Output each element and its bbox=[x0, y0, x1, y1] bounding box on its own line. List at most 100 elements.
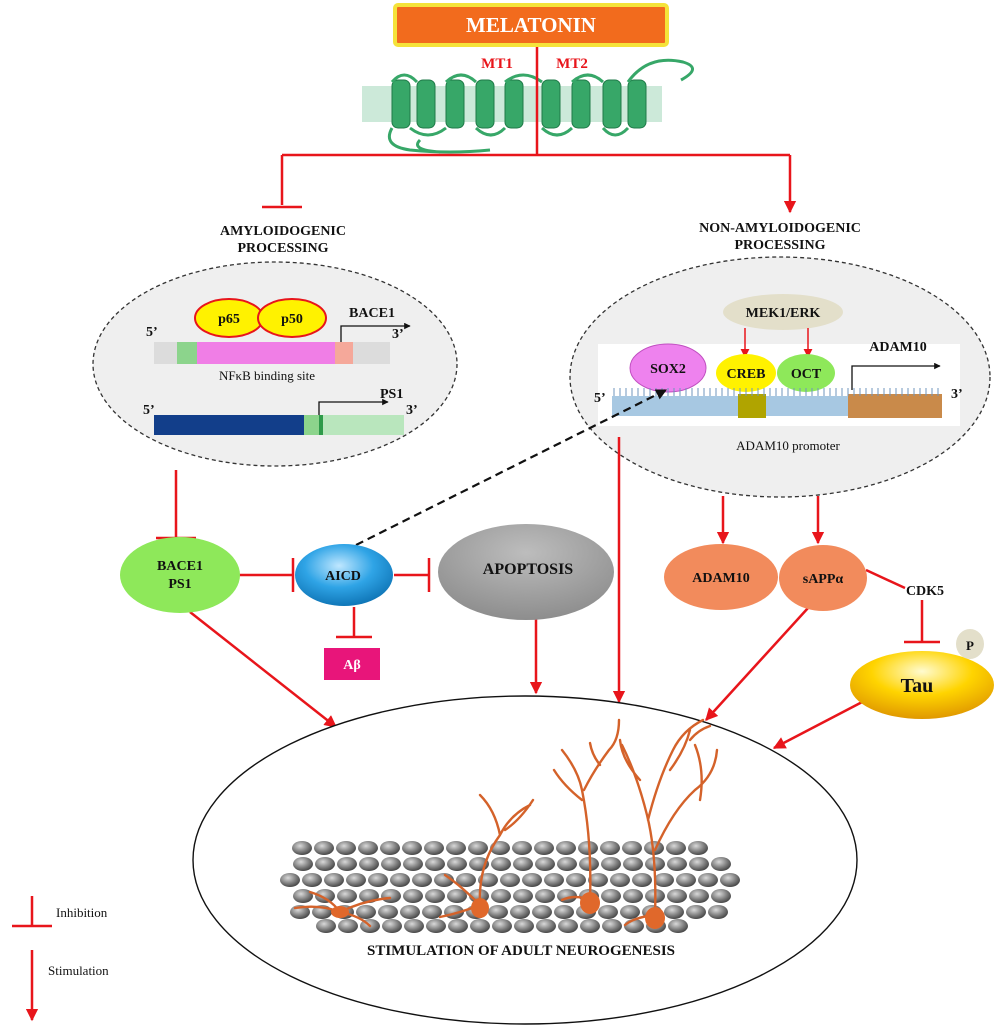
granule-cell bbox=[422, 905, 442, 919]
mt1-label: MT1 bbox=[481, 56, 513, 72]
granule-cell bbox=[558, 919, 578, 933]
granule-cell bbox=[448, 919, 468, 933]
bace1-ps1-node bbox=[120, 537, 240, 613]
granule-cell bbox=[446, 841, 466, 855]
neurogenesis-label: STIMULATION OF ADULT NEUROGENESIS bbox=[367, 943, 675, 959]
granule-cell bbox=[359, 857, 379, 871]
granule-cell bbox=[534, 841, 554, 855]
sappa-label: sAPPα bbox=[803, 572, 844, 587]
mek1-erk-node bbox=[723, 294, 843, 330]
abeta-box bbox=[324, 648, 380, 680]
granule-cell bbox=[535, 857, 555, 871]
granule-cell bbox=[632, 873, 652, 887]
legend: Inhibition Stimulation bbox=[12, 896, 109, 1022]
granule-cell bbox=[412, 873, 432, 887]
bace1-three-prime: 3’ bbox=[392, 327, 404, 342]
aicd-node bbox=[295, 544, 393, 606]
granule-cell bbox=[293, 857, 313, 871]
granule-cell bbox=[293, 889, 313, 903]
granule-cell bbox=[488, 905, 508, 919]
granule-cell bbox=[491, 889, 511, 903]
granule-cell bbox=[600, 841, 620, 855]
tau-node bbox=[850, 651, 994, 719]
bace1-gene-label: BACE1 bbox=[349, 306, 395, 321]
granule-cell bbox=[654, 873, 674, 887]
sappa-node bbox=[779, 545, 867, 611]
membrane-receptor-graphic bbox=[362, 58, 694, 154]
granule-cell bbox=[338, 919, 358, 933]
granule-cell bbox=[402, 841, 422, 855]
granule-cell bbox=[708, 905, 728, 919]
p65-label: p65 bbox=[218, 312, 240, 327]
granule-cell bbox=[711, 857, 731, 871]
nfkb-binding-site-label: NFκB binding site bbox=[219, 368, 315, 383]
granule-cell bbox=[622, 841, 642, 855]
ps1-three-prime: 3’ bbox=[406, 403, 418, 418]
granule-cell bbox=[689, 857, 709, 871]
granule-cell bbox=[676, 873, 696, 887]
granule-cell bbox=[336, 841, 356, 855]
adam10-gene-label: ADAM10 bbox=[869, 340, 927, 355]
granule-cell bbox=[522, 873, 542, 887]
granule-cell bbox=[556, 841, 576, 855]
neuron-illustration bbox=[293, 718, 719, 928]
granule-cell bbox=[667, 857, 687, 871]
bace1-five-prime: 5’ bbox=[146, 325, 158, 340]
adam10-node-label: ADAM10 bbox=[692, 571, 750, 586]
granule-cell bbox=[324, 873, 344, 887]
ps1-five-prime: 5’ bbox=[143, 403, 155, 418]
granule-cell bbox=[315, 889, 335, 903]
granule-cell bbox=[536, 919, 556, 933]
melatonin-label: MELATONIN bbox=[466, 13, 596, 37]
granule-cell bbox=[512, 841, 532, 855]
granule-cell bbox=[554, 905, 574, 919]
non-amyloidogenic-title-line2: PROCESSING bbox=[734, 238, 825, 253]
granule-cell bbox=[557, 857, 577, 871]
oct-node bbox=[777, 354, 835, 392]
granule-cell bbox=[620, 905, 640, 919]
granule-cell bbox=[711, 889, 731, 903]
granule-cell bbox=[688, 841, 708, 855]
granule-cell bbox=[425, 857, 445, 871]
tau-label: Tau bbox=[901, 675, 934, 697]
granule-cell bbox=[381, 889, 401, 903]
mek1-erk-label: MEK1/ERK bbox=[746, 306, 821, 321]
granule-cell bbox=[532, 905, 552, 919]
granule-cell bbox=[356, 905, 376, 919]
granule-cell bbox=[378, 905, 398, 919]
granule-cell bbox=[578, 841, 598, 855]
legend-inhibition-label: Inhibition bbox=[56, 905, 108, 920]
granule-cell bbox=[315, 857, 335, 871]
promoter-three-prime: 3’ bbox=[951, 387, 963, 402]
granule-cell bbox=[380, 841, 400, 855]
granule-cell bbox=[302, 873, 322, 887]
granule-cell bbox=[580, 919, 600, 933]
granule-cell bbox=[280, 873, 300, 887]
granule-cell bbox=[666, 841, 686, 855]
granule-cell bbox=[337, 857, 357, 871]
bace1-gene-bar bbox=[154, 342, 390, 364]
granule-cell bbox=[381, 857, 401, 871]
granule-cell bbox=[456, 873, 476, 887]
cdk5-label: CDK5 bbox=[906, 584, 944, 599]
granule-cell bbox=[426, 919, 446, 933]
phosphate-label: P bbox=[966, 638, 974, 653]
granule-cell bbox=[623, 889, 643, 903]
granule-cell bbox=[447, 857, 467, 871]
granule-cell bbox=[468, 841, 488, 855]
p50-node bbox=[257, 298, 327, 338]
adam10-node bbox=[664, 544, 778, 610]
granule-cell bbox=[447, 889, 467, 903]
granule-cell bbox=[337, 889, 357, 903]
oct-label: OCT bbox=[791, 367, 822, 382]
granule-cell bbox=[491, 857, 511, 871]
granule-cell bbox=[316, 919, 336, 933]
granule-cell bbox=[500, 873, 520, 887]
granule-cell bbox=[601, 889, 621, 903]
granule-cell bbox=[425, 889, 445, 903]
granule-cell bbox=[566, 873, 586, 887]
amyloidogenic-title-line1: AMYLOIDOGENIC bbox=[220, 224, 346, 239]
granule-cell bbox=[689, 889, 709, 903]
neuron-somas bbox=[331, 892, 665, 929]
aicd-label: AICD bbox=[325, 569, 361, 584]
